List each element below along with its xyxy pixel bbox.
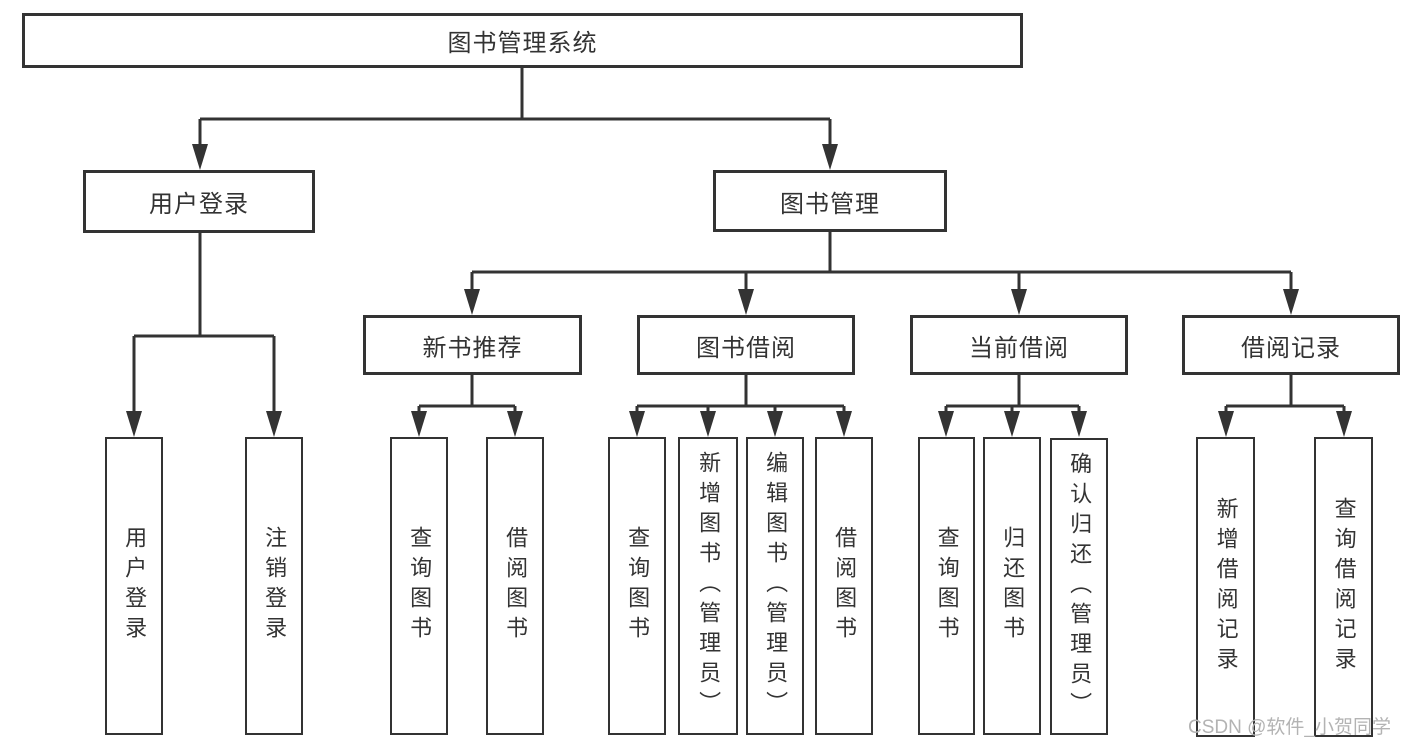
leaf-return-books: 归还图书 xyxy=(983,437,1041,735)
leaf-query-books-recommend: 查询图书 xyxy=(390,437,448,735)
leaf-query-borrow-record: 查询借阅记录 xyxy=(1314,437,1373,737)
arrowhead-icon xyxy=(266,411,282,437)
arrowhead-icon xyxy=(1218,411,1234,437)
arrowhead-icon xyxy=(767,411,783,437)
leaf-query-books-borrowing: 查询图书 xyxy=(608,437,666,735)
arrowhead-icon xyxy=(700,411,716,437)
arrowhead-icon xyxy=(1071,411,1087,437)
arrowhead-icon xyxy=(1004,411,1020,437)
leaf-confirm-return-admin: 确认归还（管理员） xyxy=(1050,438,1108,735)
connector-borrowing-records-children xyxy=(1218,375,1352,437)
leaf-borrow-books-recommend: 借阅图书 xyxy=(486,437,544,735)
arrowhead-icon xyxy=(938,411,954,437)
arrowhead-icon xyxy=(822,144,838,170)
leaf-label: 新增借阅记录 xyxy=(1213,497,1239,677)
arrowhead-icon xyxy=(126,411,142,437)
leaf-user-login: 用户登录 xyxy=(105,437,163,735)
connector-user-login-children xyxy=(126,233,282,437)
leaf-borrow-books-borrowing: 借阅图书 xyxy=(815,437,873,735)
leaf-query-books-current: 查询图书 xyxy=(918,437,975,735)
connector-root-to-level2 xyxy=(192,68,838,170)
leaf-label: 查询图书 xyxy=(407,526,433,646)
leaf-add-borrow-record: 新增借阅记录 xyxy=(1196,437,1255,737)
node-book-borrowing: 图书借阅 xyxy=(637,315,855,375)
node-new-book-recommend: 新书推荐 xyxy=(363,315,582,375)
leaf-label: 用户登录 xyxy=(122,526,148,646)
connector-book-management-children xyxy=(464,232,1299,315)
arrowhead-icon xyxy=(411,411,427,437)
arrowhead-icon xyxy=(629,411,645,437)
arrowhead-icon xyxy=(738,289,754,315)
node-user-login: 用户登录 xyxy=(83,170,315,233)
arrowhead-icon xyxy=(464,289,480,315)
leaf-label: 查询图书 xyxy=(934,526,960,646)
leaf-label: 确认归还（管理员） xyxy=(1067,451,1093,722)
connector-book-borrowing-children xyxy=(629,375,852,437)
arrowhead-icon xyxy=(507,411,523,437)
leaf-edit-book-admin: 编辑图书（管理员） xyxy=(746,437,804,735)
arrowhead-icon xyxy=(1011,289,1027,315)
leaf-label: 查询图书 xyxy=(625,526,651,646)
leaf-label: 借阅图书 xyxy=(832,526,858,646)
leaf-label: 归还图书 xyxy=(1000,526,1026,646)
node-current-borrowing: 当前借阅 xyxy=(910,315,1128,375)
arrowhead-icon xyxy=(836,411,852,437)
connector-new-book-recommend-children xyxy=(411,375,523,437)
leaf-label: 查询借阅记录 xyxy=(1331,497,1357,677)
leaf-logout: 注销登录 xyxy=(245,437,303,735)
leaf-label: 新增图书（管理员） xyxy=(696,451,722,721)
node-root: 图书管理系统 xyxy=(22,13,1023,68)
leaf-label: 借阅图书 xyxy=(503,526,529,646)
arrowhead-icon xyxy=(192,144,208,170)
node-borrowing-records: 借阅记录 xyxy=(1182,315,1400,375)
leaf-label: 注销登录 xyxy=(262,526,288,646)
arrowhead-icon xyxy=(1336,411,1352,437)
node-book-management: 图书管理 xyxy=(713,170,947,232)
leaf-label: 编辑图书（管理员） xyxy=(763,451,789,721)
connector-current-borrowing-children xyxy=(938,375,1087,437)
arrowhead-icon xyxy=(1283,289,1299,315)
leaf-add-book-admin: 新增图书（管理员） xyxy=(678,437,738,735)
watermark: CSDN @软件_小贺同学 xyxy=(1188,717,1391,738)
